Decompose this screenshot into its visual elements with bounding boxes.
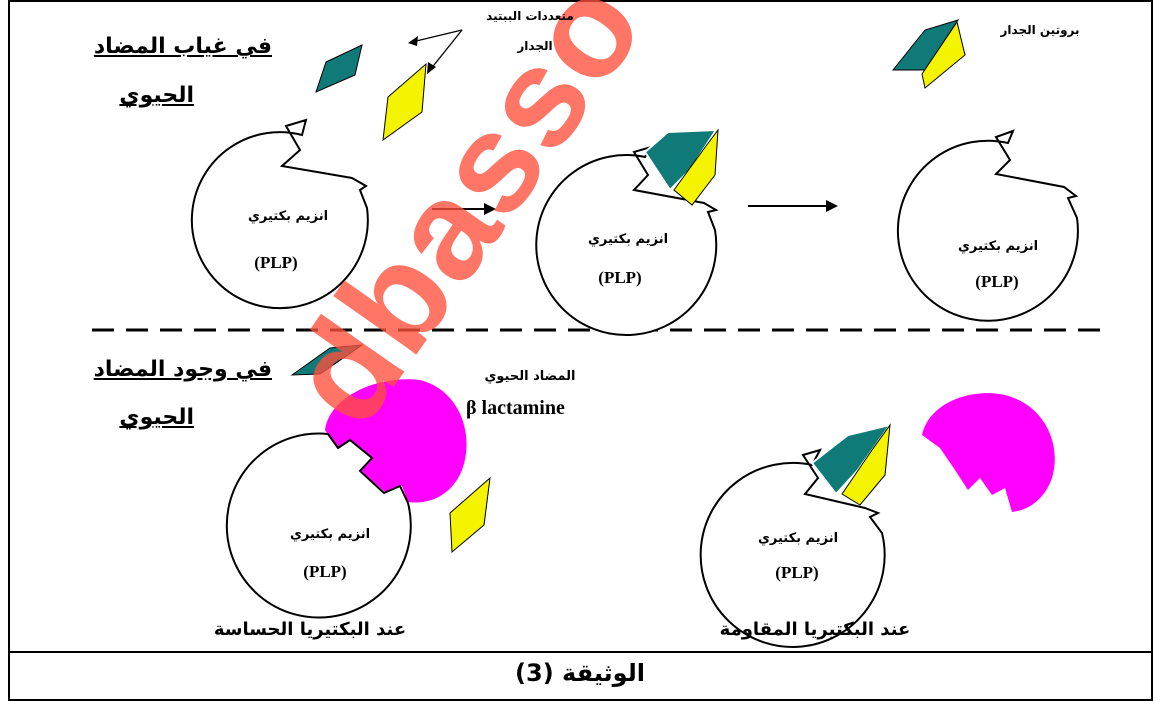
pointer-arrowhead bbox=[408, 36, 418, 46]
wall-protein-teal bbox=[891, 19, 960, 71]
pointer-arrow bbox=[429, 29, 463, 71]
bacterial-enzyme-2 bbox=[535, 145, 719, 337]
antibiotic-name: β lactamine bbox=[466, 397, 565, 419]
enzyme-2-name: انزيم بكتيري bbox=[587, 232, 669, 247]
enzyme-4-code: (PLP) bbox=[303, 562, 347, 581]
bacterial-enzyme-1 bbox=[190, 118, 369, 310]
bound-yellow-peptide-2 bbox=[673, 128, 719, 206]
presence-title-line2: الحيوي bbox=[119, 405, 194, 430]
enzyme-1-name: انزيم بكتيري bbox=[247, 209, 329, 224]
wall-protein-label: بروتين الجدار bbox=[1000, 23, 1080, 37]
wall-protein-yellow bbox=[921, 20, 966, 89]
bacterial-enzyme-3 bbox=[896, 129, 1079, 322]
document-frame bbox=[8, 0, 1153, 701]
reaction-arrowhead-1 bbox=[484, 203, 496, 215]
presence-title-line1: في وجود المضاد bbox=[93, 357, 272, 382]
sensitive-bacteria-label: عند البكتيريا الحساسة bbox=[213, 619, 407, 640]
teal-peptide bbox=[315, 44, 363, 93]
enzyme-2-code: (PLP) bbox=[598, 268, 642, 287]
free-teal-peptide bbox=[290, 344, 364, 376]
free-yellow-peptide bbox=[449, 476, 491, 554]
peptide-label-line2: الجدار bbox=[517, 39, 553, 53]
resistant-bacteria-label: عند البكتيريا المقاومة bbox=[719, 619, 911, 640]
bacterial-enzyme-5 bbox=[699, 448, 886, 648]
enzyme-1-code: (PLP) bbox=[254, 253, 298, 272]
enzyme-5-code: (PLP) bbox=[775, 563, 819, 582]
beta-lactam-antibiotic-free bbox=[922, 393, 1055, 512]
document-caption: الوثيقة (3) bbox=[515, 659, 645, 687]
bound-yellow-peptide-5 bbox=[841, 423, 891, 506]
yellow-peptide bbox=[382, 62, 427, 142]
peptide-label-line1: متعددات الببتيد bbox=[486, 9, 574, 23]
pointer-arrowhead bbox=[427, 62, 436, 74]
absence-title-line2: الحيوي bbox=[119, 83, 194, 108]
antibiotic-label: المضاد الحيوي bbox=[484, 369, 576, 384]
bacterial-enzyme-4 bbox=[225, 432, 412, 619]
pointer-arrow bbox=[411, 29, 463, 43]
caption-divider bbox=[8, 651, 1153, 653]
enzyme-3-name: انزيم بكتيري bbox=[957, 239, 1039, 254]
reaction-arrowhead-2 bbox=[826, 200, 838, 212]
enzyme-3-code: (PLP) bbox=[975, 272, 1019, 291]
absence-title-line1: في غياب المضاد bbox=[93, 34, 272, 59]
beta-lactam-antibiotic-bound bbox=[325, 379, 467, 503]
enzyme-4-name: انزيم بكتيري bbox=[289, 527, 371, 542]
enzyme-5-name: انزيم بكتيري bbox=[757, 531, 839, 546]
